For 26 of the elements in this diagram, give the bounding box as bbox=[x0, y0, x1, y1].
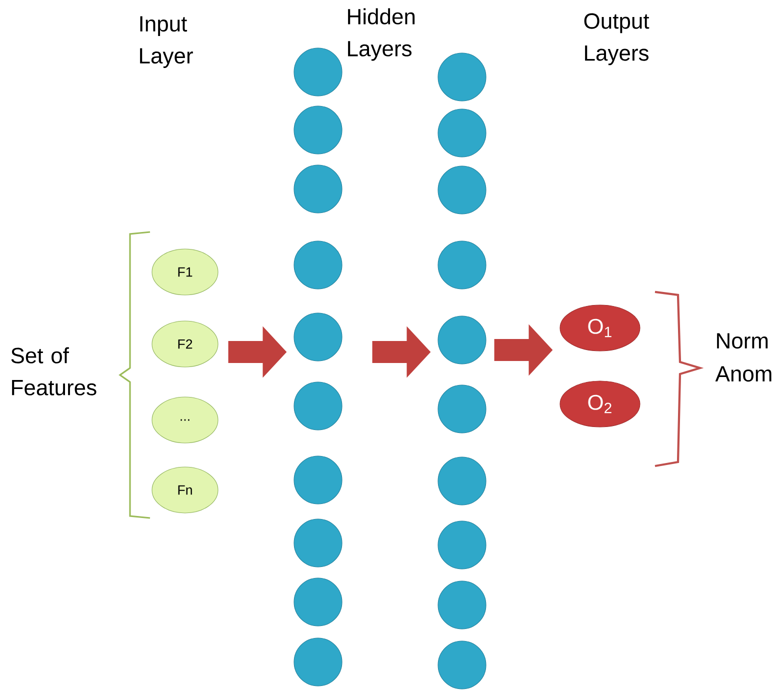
neuron-circle bbox=[294, 106, 342, 154]
neuron-circle bbox=[438, 456, 486, 506]
neuron-circle bbox=[294, 578, 342, 626]
class-label: Norm bbox=[717, 333, 768, 349]
neuron-circle bbox=[294, 456, 342, 504]
neuron-circle bbox=[294, 312, 342, 362]
group-label: Set of Features bbox=[11, 347, 96, 396]
neuron-circle bbox=[294, 382, 342, 430]
neuron-circle bbox=[294, 240, 342, 290]
layer-heading: Output Layers bbox=[584, 13, 650, 66]
neuron-circle bbox=[294, 164, 342, 214]
neuron-circle bbox=[438, 520, 486, 570]
neuron-circle bbox=[438, 316, 486, 364]
neuron-circle bbox=[438, 240, 486, 290]
neuron-circle bbox=[438, 580, 486, 630]
layer-heading: Hidden Layers bbox=[348, 8, 415, 61]
neuron-circle bbox=[294, 638, 342, 686]
neuron-circle bbox=[438, 640, 486, 690]
neuron-circle bbox=[438, 108, 486, 158]
neuron-circle bbox=[294, 518, 342, 568]
neuron-circle bbox=[438, 166, 486, 214]
layer-heading: Input Layer bbox=[140, 16, 193, 68]
neuron-circle bbox=[438, 52, 486, 102]
neuron-circle bbox=[438, 384, 486, 434]
neuron-circle bbox=[294, 48, 342, 96]
class-label: Anom bbox=[715, 366, 772, 382]
